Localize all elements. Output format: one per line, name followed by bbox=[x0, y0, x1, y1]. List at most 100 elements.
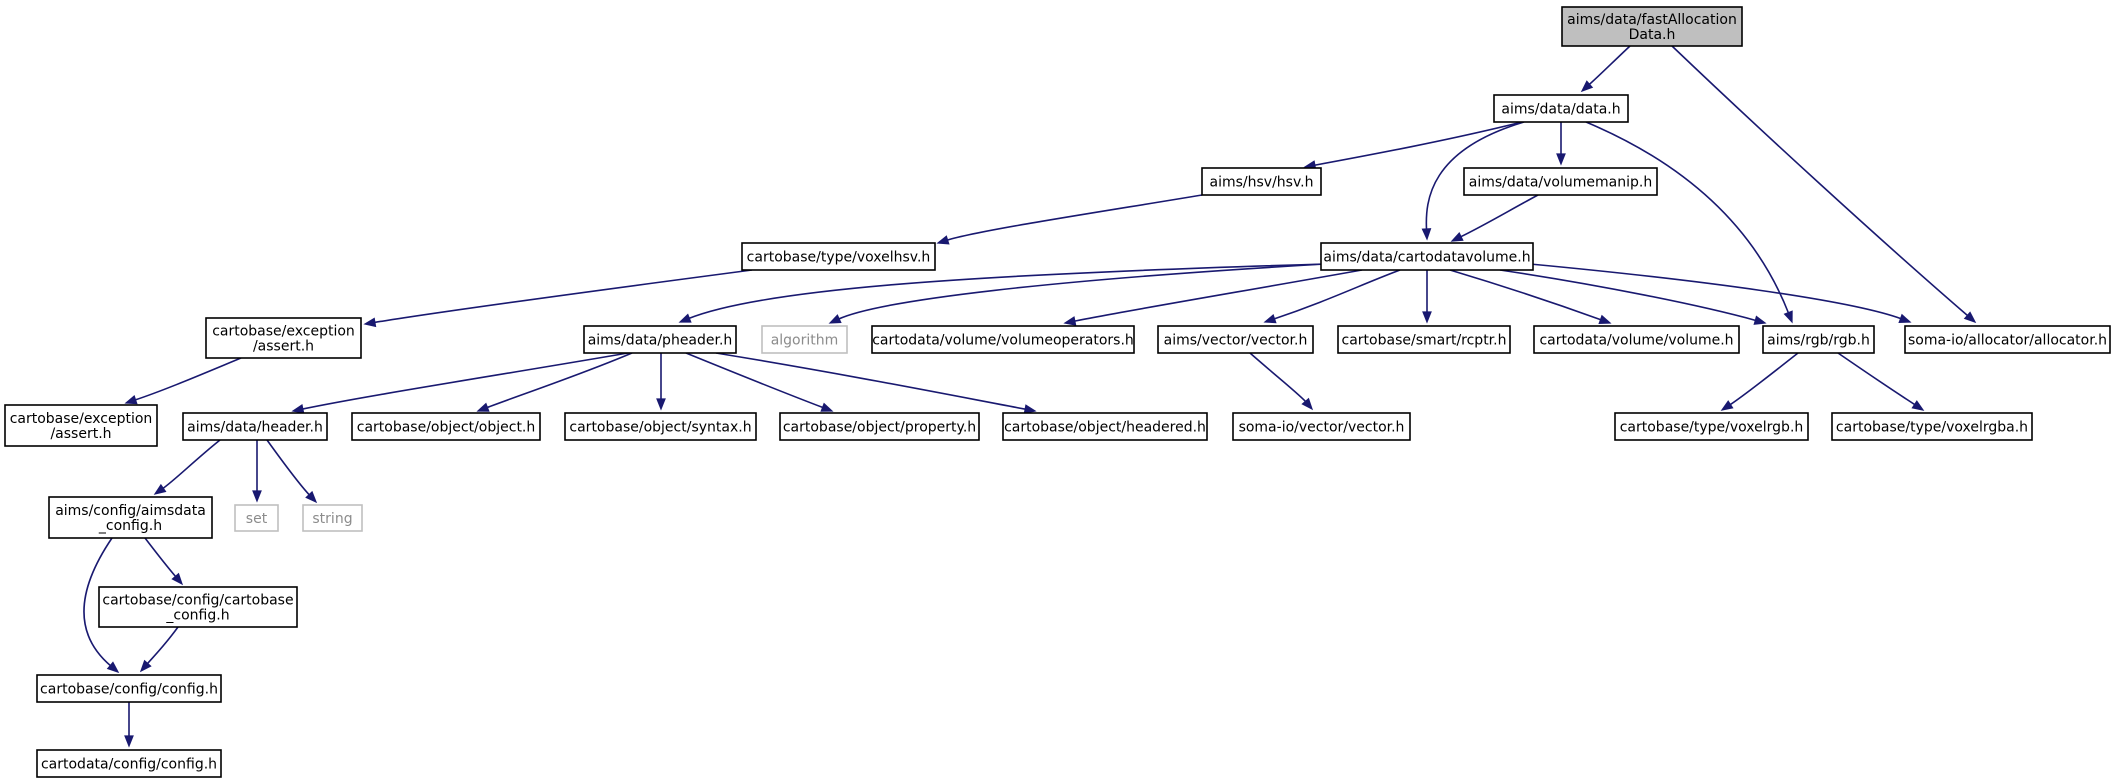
edge-line bbox=[1425, 121, 1525, 231]
node-box bbox=[1904, 325, 2111, 354]
node-label: cartobase/object/syntax.h bbox=[569, 420, 751, 436]
node-box bbox=[48, 496, 213, 539]
edge-fastAllocationData-to-data bbox=[1580, 45, 1631, 93]
node-label: aims/config/aimsdata bbox=[55, 503, 206, 519]
edge-arrowhead bbox=[1422, 311, 1432, 324]
node-box bbox=[1337, 325, 1511, 354]
edge-cartodatavolume-to-volumeoperators bbox=[1063, 269, 1363, 326]
node-label: soma-io/vector/vector.h bbox=[1239, 420, 1405, 436]
edge-arrowhead bbox=[656, 398, 666, 411]
node-volumeoperators[interactable]: cartodata/volume/volumeoperators.h bbox=[871, 325, 1135, 354]
node-hsv[interactable]: aims/hsv/hsv.h bbox=[1201, 167, 1322, 196]
edge-arrowhead bbox=[476, 402, 490, 412]
node-volumemanip[interactable]: aims/data/volumemanip.h bbox=[1463, 167, 1658, 196]
node-box bbox=[1201, 167, 1322, 196]
node-label: /assert.h bbox=[50, 426, 111, 442]
edge-voxelhsv-to-assert1 bbox=[363, 269, 753, 328]
node-label: aims/data/cartodatavolume.h bbox=[1323, 250, 1530, 266]
edge-volumemanip-to-cartodatavolume bbox=[1450, 194, 1539, 242]
node-box bbox=[36, 749, 222, 778]
edge-line bbox=[685, 352, 824, 409]
node-box bbox=[1614, 412, 1809, 441]
edge-arrowhead bbox=[1963, 311, 1977, 324]
node-rcptr[interactable]: cartobase/smart/rcptr.h bbox=[1337, 325, 1511, 354]
node-label: aims/data/data.h bbox=[1501, 102, 1620, 118]
node-label: _config.h bbox=[165, 608, 229, 624]
node-voxelrgba[interactable]: cartobase/type/voxelrgba.h bbox=[1831, 412, 2033, 441]
node-box bbox=[1320, 242, 1534, 271]
edge-cartodatavolume-to-rgb bbox=[1499, 269, 1767, 325]
node-assert1[interactable]: cartobase/exception/assert.h bbox=[205, 317, 362, 359]
node-label: set bbox=[246, 511, 268, 527]
node-voxelrgb[interactable]: cartobase/type/voxelrgb.h bbox=[1614, 412, 1809, 441]
node-string: string bbox=[302, 504, 363, 532]
edge-arrowhead bbox=[139, 659, 152, 673]
node-cartobaseconfig[interactable]: cartobase/config/cartobase_config.h bbox=[98, 586, 298, 628]
edge-pheader-to-object bbox=[476, 352, 633, 412]
node-header[interactable]: aims/data/header.h bbox=[182, 412, 328, 441]
node-headered[interactable]: cartobase/object/headered.h bbox=[1002, 412, 1208, 441]
node-data[interactable]: aims/data/data.h bbox=[1493, 94, 1629, 123]
edge-arrowhead bbox=[305, 490, 318, 504]
node-label: Data.h bbox=[1629, 27, 1676, 43]
node-volume[interactable]: cartodata/volume/volume.h bbox=[1533, 325, 1740, 354]
edge-line bbox=[1585, 121, 1790, 314]
node-box bbox=[1533, 325, 1740, 354]
edge-line bbox=[266, 439, 311, 496]
node-box bbox=[761, 325, 848, 354]
node-label: soma-io/allocator/allocator.h bbox=[1908, 333, 2107, 349]
edge-arrowhead bbox=[1753, 315, 1767, 325]
node-somavector[interactable]: soma-io/vector/vector.h bbox=[1232, 412, 1411, 441]
node-box bbox=[182, 412, 328, 441]
node-label: cartobase/type/voxelrgba.h bbox=[1836, 420, 2028, 436]
node-box bbox=[564, 412, 757, 441]
edge-arrowhead bbox=[1450, 231, 1464, 242]
node-box bbox=[234, 504, 279, 532]
edge-arrowhead bbox=[1421, 228, 1432, 241]
edge-rgb-to-voxelrgba bbox=[1837, 352, 1925, 411]
node-label: cartobase/object/property.h bbox=[783, 420, 976, 436]
node-label: cartobase/exception bbox=[10, 411, 153, 427]
edge-arrowhead bbox=[1598, 314, 1612, 325]
edge-pheader-to-syntax bbox=[656, 353, 666, 411]
node-box bbox=[871, 325, 1135, 354]
edge-line bbox=[144, 537, 177, 578]
node-rgb[interactable]: aims/rgb/rgb.h bbox=[1762, 325, 1875, 354]
node-label: cartobase/config/config.h bbox=[40, 682, 218, 698]
node-algorithm: algorithm bbox=[761, 325, 848, 354]
node-assert2[interactable]: cartobase/exception/assert.h bbox=[4, 404, 158, 447]
node-allocator[interactable]: soma-io/allocator/allocator.h bbox=[1904, 325, 2111, 354]
edge-line bbox=[837, 263, 1326, 320]
node-config[interactable]: cartobase/config/config.h bbox=[36, 674, 222, 703]
edge-cartodatavolume-to-algorithm bbox=[828, 263, 1326, 324]
node-label: _config.h bbox=[98, 518, 162, 534]
node-label: cartobase/object/headered.h bbox=[1004, 420, 1206, 436]
node-box bbox=[779, 412, 980, 441]
edge-arrowhead bbox=[936, 235, 950, 245]
node-label: aims/vector/vector.h bbox=[1164, 333, 1308, 349]
edge-line bbox=[1273, 269, 1401, 320]
node-label: cartobase/config/cartobase bbox=[102, 593, 293, 609]
node-cartodatavolume[interactable]: aims/data/cartodatavolume.h bbox=[1320, 242, 1534, 271]
node-voxelhsv[interactable]: cartobase/type/voxelhsv.h bbox=[741, 242, 936, 271]
node-object[interactable]: cartobase/object/object.h bbox=[351, 412, 541, 441]
edge-arrowhead bbox=[1263, 313, 1277, 324]
edge-data-to-cartodatavolume bbox=[1421, 121, 1525, 241]
node-property[interactable]: cartobase/object/property.h bbox=[779, 412, 980, 441]
node-box bbox=[1762, 325, 1875, 354]
node-label: string bbox=[312, 511, 352, 527]
edge-arrowhead bbox=[678, 313, 692, 323]
edge-line bbox=[301, 352, 629, 410]
node-cartodataconfig[interactable]: cartodata/config/config.h bbox=[36, 749, 222, 778]
node-vector[interactable]: aims/vector/vector.h bbox=[1157, 325, 1314, 354]
edge-cartodatavolume-to-vector bbox=[1263, 269, 1401, 324]
node-pheader[interactable]: aims/data/pheader.h bbox=[583, 325, 737, 354]
edge-arrowhead bbox=[1063, 316, 1077, 326]
node-box bbox=[1463, 167, 1658, 196]
node-aimsdataconfig[interactable]: aims/config/aimsdata_config.h bbox=[48, 496, 213, 539]
edge-arrowhead bbox=[1556, 153, 1566, 166]
node-syntax[interactable]: cartobase/object/syntax.h bbox=[564, 412, 757, 441]
edge-arrowhead bbox=[124, 395, 138, 405]
